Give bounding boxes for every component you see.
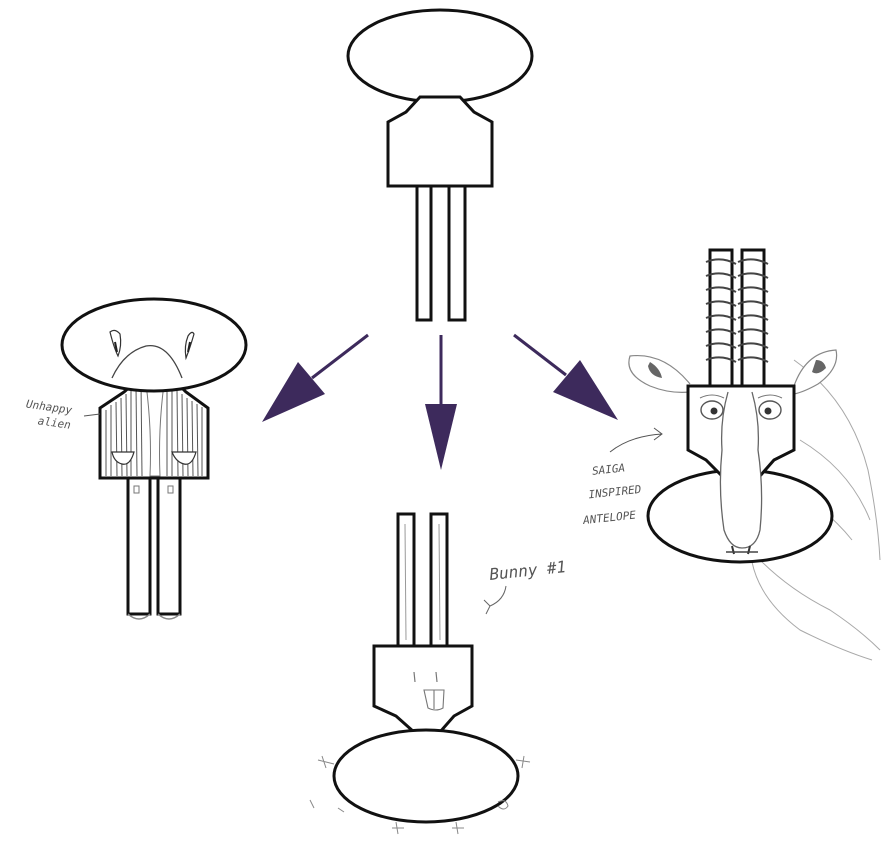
base-figure-body	[386, 95, 494, 188]
alien-belt-loop-left	[133, 485, 140, 494]
bunny-figure	[309, 512, 531, 835]
alien-pupil-left	[114, 341, 118, 353]
bunny-face	[372, 644, 474, 734]
alien-feet	[127, 613, 181, 620]
antelope-horn-ridges	[705, 258, 769, 363]
antelope-horn-right	[740, 248, 766, 388]
antelope-horn-left	[708, 248, 734, 388]
bunny-eye-left	[413, 671, 416, 683]
antelope-annotation-line1: SAIGA	[591, 461, 625, 477]
alien-annotation: Unhappy alien	[23, 398, 79, 433]
bunny-eye-right	[435, 671, 438, 683]
alien-annotation-pointer	[83, 413, 101, 417]
antelope-ear-right-inner	[812, 360, 826, 374]
antelope-annotation-line3: ANTELOPE	[582, 508, 637, 527]
bunny-body	[332, 728, 520, 824]
antelope-annotation: SAIGA INSPIRED ANTELOPE	[576, 459, 651, 527]
alien-frown	[111, 344, 183, 379]
antelope-pupil-left	[710, 407, 718, 415]
antelope-nose	[719, 391, 763, 549]
bunny-paws	[309, 755, 531, 835]
base-figure-leg-left	[415, 184, 433, 322]
bunny-annotation-pointer	[483, 585, 507, 615]
base-figure-head	[346, 8, 534, 104]
antelope-pupil-right	[764, 407, 772, 415]
bunny-ear-inner-left	[404, 523, 407, 641]
bunny-ear-inner-right	[438, 523, 441, 641]
alien-shirt	[145, 383, 165, 477]
alien-annotation-line1: Unhappy	[25, 398, 73, 417]
arrow-to-alien	[262, 333, 369, 422]
alien-leg-left	[126, 476, 152, 616]
bunny-annotation: Bunny #1	[488, 557, 567, 584]
antelope-annotation-pointer	[609, 427, 663, 453]
antelope-figure	[609, 248, 881, 661]
arrow-to-antelope	[513, 333, 618, 420]
alien-leg-right	[156, 476, 182, 616]
antelope-annotation-line2: INSPIRED	[588, 483, 642, 502]
arrows	[262, 333, 618, 470]
alien-pocket-right	[171, 451, 197, 465]
alien-pocket-left	[111, 451, 135, 465]
antelope-ear-left-inner	[648, 362, 662, 378]
alien-belt-loop-right	[167, 485, 174, 494]
bunny-teeth	[423, 689, 445, 711]
alien-annotation-line2: alien	[37, 414, 72, 431]
antelope-eyes	[699, 394, 783, 420]
base-figure	[346, 8, 534, 322]
alien-pupil-right	[187, 341, 191, 353]
alien-figure	[60, 297, 248, 620]
base-figure-leg-right	[447, 184, 467, 322]
alien-head	[60, 297, 248, 393]
arrow-to-bunny	[425, 335, 457, 470]
